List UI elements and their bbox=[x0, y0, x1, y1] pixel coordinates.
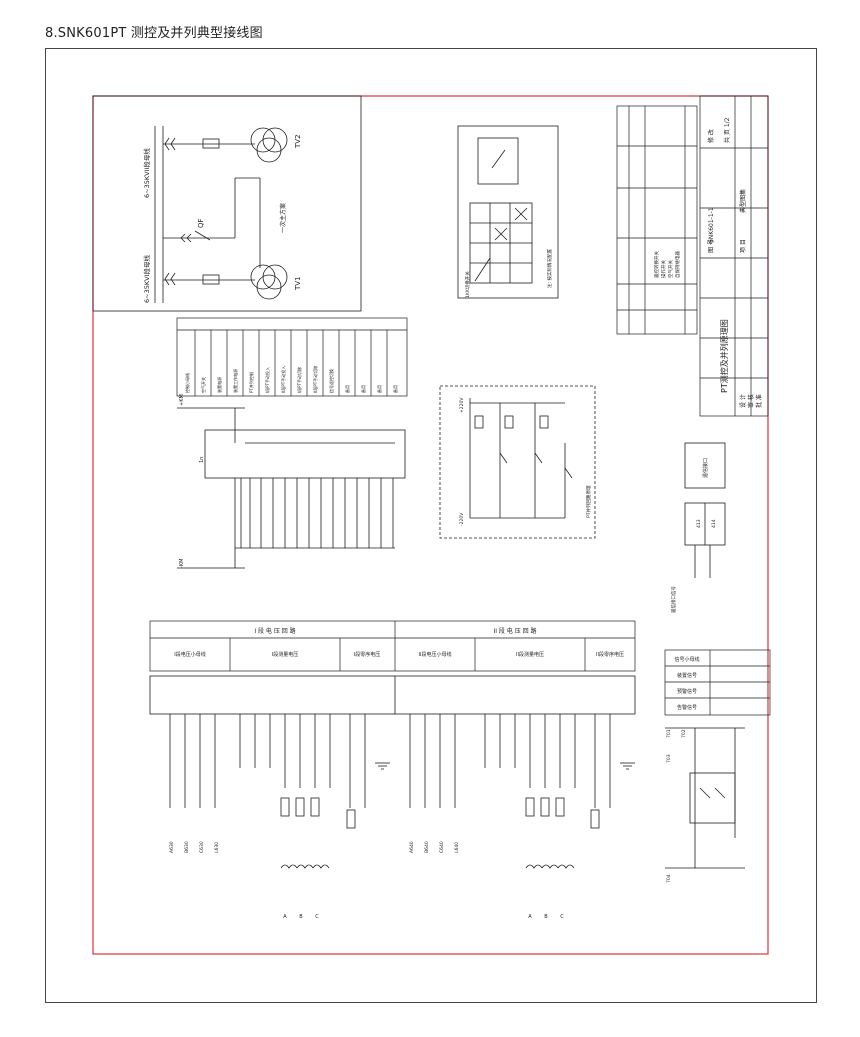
bus1-label: 6~35KVI段母线 bbox=[142, 255, 151, 303]
ac-label-b630: B630 bbox=[184, 841, 190, 853]
drawing-border bbox=[92, 95, 769, 955]
secondary-header-c3: 装置电源 bbox=[216, 377, 222, 393]
switch-box bbox=[457, 125, 559, 299]
secondary-header-c1: 控制小母线 bbox=[184, 373, 190, 393]
ac-label-l640: L640 bbox=[454, 842, 460, 853]
title-block bbox=[699, 95, 769, 417]
ac-group2-title: II 段 电 压 回 路 bbox=[493, 627, 536, 635]
ac-terminal-strip bbox=[149, 675, 636, 869]
terminal-block-label: 1n bbox=[199, 457, 205, 463]
bus2-label: 6~35KVII段母线 bbox=[142, 148, 151, 198]
title-block-number: SNK601-1-1 bbox=[708, 207, 715, 243]
relay-caption: PT并列回路原理 bbox=[585, 485, 592, 518]
title-block-role-design: 设 计 bbox=[739, 394, 747, 408]
signal-row-2: 装置信号 bbox=[677, 672, 697, 679]
title-block-sheet: 共 页 1/2 bbox=[723, 117, 731, 143]
title-block-number-label: 图 号 bbox=[708, 239, 715, 253]
page-frame bbox=[45, 48, 817, 1003]
relay-circuit bbox=[439, 385, 596, 539]
ac-header bbox=[149, 620, 636, 672]
device-table bbox=[616, 105, 698, 335]
ac-label-a640: A640 bbox=[409, 841, 415, 853]
ac-sub1-bus: I段电压小母线 bbox=[174, 651, 205, 658]
tv2-label: TV2 bbox=[294, 134, 302, 149]
pos-bus-label: +KM bbox=[179, 394, 185, 406]
comm-term1: 413 bbox=[696, 519, 702, 528]
small-circuit-704: 704 bbox=[666, 874, 672, 883]
secondary-header-c2: 空气开关 bbox=[200, 377, 206, 393]
secondary-header-c5: PT并列控制 bbox=[248, 372, 254, 393]
title-block-title: PT测控及并列原理图 bbox=[719, 319, 729, 393]
secondary-header-c9: II段PT手动切除 bbox=[312, 366, 318, 393]
secondary-header-c12: 备用 bbox=[360, 385, 366, 393]
small-circuit bbox=[665, 727, 745, 869]
title-block-role-review: 审 核 bbox=[747, 394, 755, 408]
ac-label-c640: C640 bbox=[439, 841, 445, 853]
relay-supply-pos: +220V bbox=[459, 397, 465, 413]
secondary-header-c7: II段PT手动投入 bbox=[280, 366, 286, 393]
switch-box-note: 注: 按实际情况配置 bbox=[546, 249, 553, 288]
relay-supply-neg: -220V bbox=[459, 512, 465, 526]
device-table-r4: 自保持继电器 bbox=[674, 251, 681, 278]
small-circuit-703: 703 bbox=[666, 754, 672, 763]
secondary-header-c10: 信号遥控切换 bbox=[328, 369, 334, 393]
ac-sub2-zero: II段零序电压 bbox=[596, 651, 624, 658]
breaker-label: QF bbox=[197, 218, 205, 228]
ac-sub2-bus: II段电压小母线 bbox=[419, 651, 452, 658]
secondary-header-c13: 备用 bbox=[376, 385, 382, 393]
secondary-header-c11: 备用 bbox=[344, 385, 350, 393]
phase-b-label-2: B bbox=[544, 914, 548, 920]
tv1-label: TV1 bbox=[294, 276, 302, 291]
secondary-header-c6: I段PT手动投入 bbox=[264, 367, 270, 393]
ac-label-c630: C630 bbox=[199, 841, 205, 853]
ac-sub2-measure: II段测量电压 bbox=[516, 651, 544, 658]
phase-b-label-1: B bbox=[299, 914, 303, 920]
comm-ext-label: 遥信接口信号 bbox=[670, 586, 677, 613]
ac-label-a630: A630 bbox=[169, 841, 175, 853]
ac-label-b640: B640 bbox=[424, 841, 430, 853]
primary-caption: 一次主方案 bbox=[279, 203, 287, 233]
comm-interface bbox=[684, 442, 726, 578]
signal-row-1: 信号小母线 bbox=[674, 656, 699, 663]
secondary-header-c4: 装置工作电源 bbox=[232, 369, 238, 393]
secondary-header-c14: 备用 bbox=[392, 385, 398, 393]
title-block-project-label: 项 目 bbox=[740, 239, 747, 253]
signal-row-3: 预警信号 bbox=[677, 688, 697, 695]
switch-box-title: 1KK切换开关 bbox=[464, 271, 471, 298]
secondary-header bbox=[176, 317, 408, 397]
device-table-r1: 遥控转换开关 bbox=[653, 251, 660, 278]
phase-c-label-2: C bbox=[560, 914, 564, 920]
ac-group1-title: I 段 电 压 回 路 bbox=[254, 627, 295, 635]
comm-label: 遥信接口 bbox=[702, 458, 709, 478]
small-circuit-702: 702 bbox=[681, 729, 687, 738]
small-circuit-701: 701 bbox=[666, 729, 672, 738]
phase-a-label-2: A bbox=[528, 914, 532, 920]
phase-c-label-1: C bbox=[315, 914, 319, 920]
ac-sub1-zero: I段零序电压 bbox=[354, 651, 380, 658]
signal-box bbox=[664, 649, 771, 716]
wiring-diagram: 6~35KVII段母线 6~35KVI段母线 TV2 TV1 QF 一次主方案 … bbox=[92, 95, 771, 955]
primary-diagram bbox=[92, 95, 362, 312]
ac-sub1-measure: I段测量电压 bbox=[272, 651, 298, 658]
signal-row-4: 告警信号 bbox=[677, 704, 697, 711]
device-table-r3: 空气开关 bbox=[667, 260, 674, 278]
title-block-project: 典型图集 bbox=[739, 189, 747, 213]
secondary-terminal-block bbox=[177, 407, 406, 569]
secondary-header-c8: I段PT手动切除 bbox=[296, 367, 302, 393]
title-block-revision: 修 改 bbox=[707, 129, 715, 143]
title-block-role-approve: 批 准 bbox=[755, 394, 763, 408]
ac-label-l630: L630 bbox=[214, 842, 220, 853]
page-title: 8.SNK601PT 测控及并列典型接线图 bbox=[45, 26, 263, 41]
device-table-r2: 操作开关 bbox=[660, 260, 667, 278]
comm-term2: 414 bbox=[711, 519, 717, 528]
phase-a-label-1: A bbox=[283, 914, 287, 920]
neg-bus-label: -KM bbox=[179, 559, 185, 568]
